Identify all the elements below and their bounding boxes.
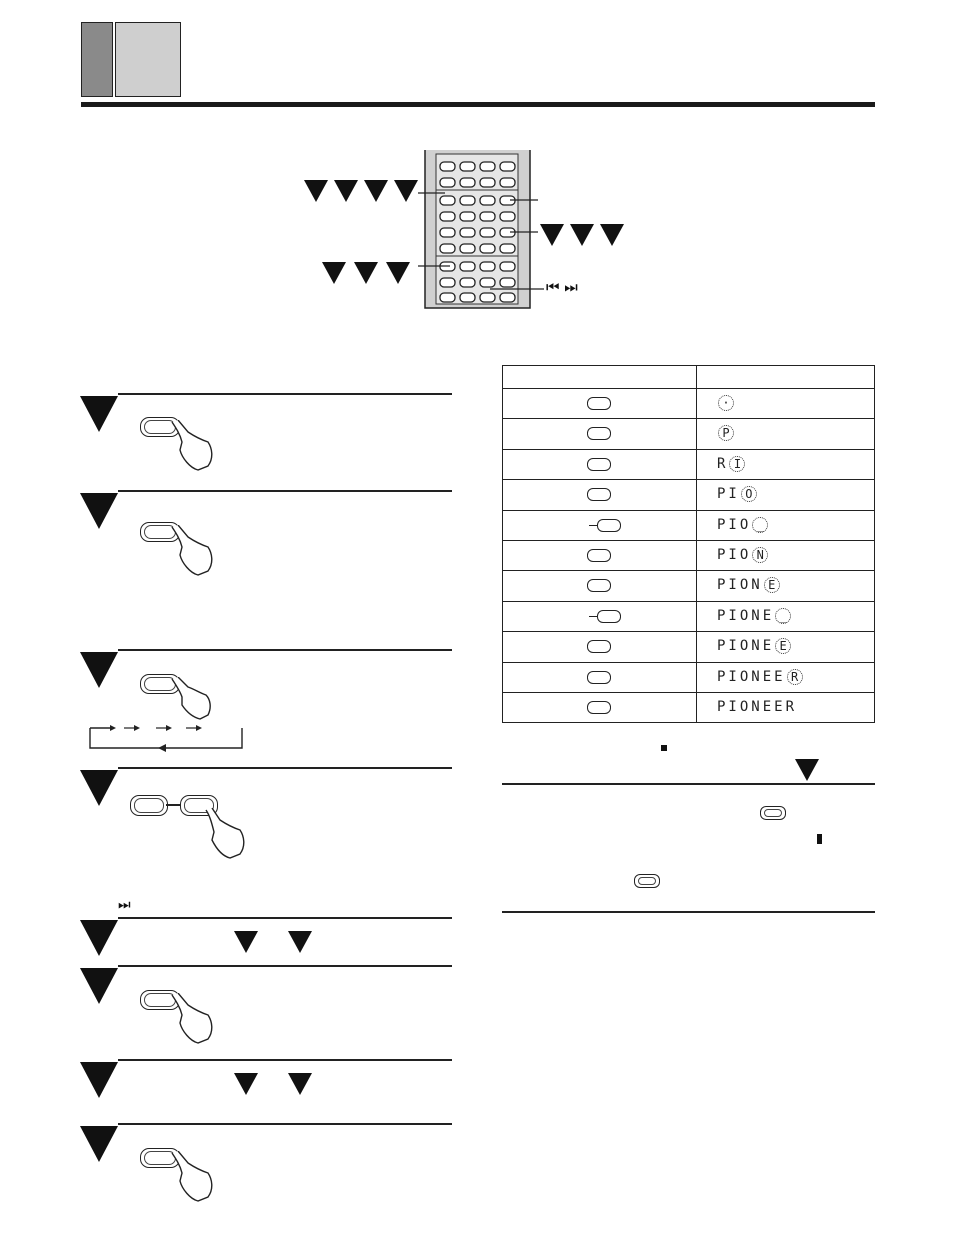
step-rule xyxy=(118,767,452,769)
remote-button[interactable] xyxy=(587,488,611,502)
remote-button[interactable] xyxy=(587,579,611,593)
header-rule xyxy=(81,102,875,107)
inline-step-icon xyxy=(288,1073,312,1095)
remote-button[interactable] xyxy=(587,397,611,410)
remote-button[interactable] xyxy=(587,700,611,714)
blinking-cursor: P xyxy=(718,425,734,442)
step-rule xyxy=(118,490,452,492)
blinking-cursor: O xyxy=(740,486,757,503)
step-rule xyxy=(118,917,452,919)
step-marker-icon xyxy=(80,493,118,529)
button-connector xyxy=(166,804,180,806)
remote-button[interactable] xyxy=(634,874,660,888)
remote-button[interactable] xyxy=(597,518,621,532)
blinking-cursor: _ xyxy=(752,516,769,533)
pressing-hand-icon xyxy=(171,525,213,576)
step-rule xyxy=(118,1059,452,1061)
table-row: · xyxy=(502,387,875,420)
remote-button[interactable] xyxy=(587,548,611,562)
remote-button[interactable] xyxy=(597,609,621,623)
step-marker-icon xyxy=(304,180,328,202)
blinking-cursor: E xyxy=(763,577,780,594)
button-lead-line xyxy=(589,524,597,527)
step-marker-icon xyxy=(80,770,118,806)
blinking-cursor: _ xyxy=(775,607,792,624)
step-marker-icon xyxy=(80,920,118,956)
cycle-diagram xyxy=(89,725,243,752)
step-marker-icon xyxy=(795,759,819,781)
pressing-hand-icon xyxy=(171,420,213,471)
remote-button[interactable] xyxy=(140,417,180,437)
step-marker-icon xyxy=(80,396,118,432)
table-row: PIO_ xyxy=(502,509,875,541)
table-row: P xyxy=(502,418,875,450)
remote-button[interactable] xyxy=(587,670,611,684)
pressing-hand-icon xyxy=(171,1151,213,1202)
blinking-cursor: · xyxy=(718,395,734,411)
step-marker-icon xyxy=(364,180,388,202)
inline-step-icon xyxy=(234,931,258,953)
stop-symbol-icon xyxy=(661,745,667,751)
section-tab-light xyxy=(115,22,181,97)
note-rule-bottom xyxy=(502,911,875,913)
step-rule xyxy=(118,393,452,395)
step-marker-icon xyxy=(386,262,410,284)
button-lead-line xyxy=(589,615,597,618)
step-marker-icon xyxy=(80,1126,118,1162)
remote-button[interactable] xyxy=(587,427,611,441)
step-marker-icon xyxy=(322,262,346,284)
remote-illustration xyxy=(418,150,544,309)
table-row: PIONE_ xyxy=(502,600,875,633)
inline-step-icon xyxy=(234,1073,258,1095)
pressing-hand-icon xyxy=(171,993,213,1044)
step-marker-icon xyxy=(80,652,118,688)
step-marker-icon xyxy=(80,1062,118,1098)
remote-button[interactable] xyxy=(760,806,786,820)
step-rule xyxy=(118,649,452,651)
pressing-hand-icon xyxy=(171,677,211,720)
table-row: PIONEER xyxy=(502,691,875,724)
section-tab-dark xyxy=(81,22,113,97)
section-tab xyxy=(81,22,181,97)
step-marker-icon xyxy=(540,224,564,246)
note-rule-top xyxy=(502,783,875,785)
remote-button[interactable] xyxy=(587,457,611,471)
table-header-row xyxy=(502,365,875,389)
step-marker-icon xyxy=(80,968,118,1004)
stop-symbol-icon xyxy=(817,834,822,844)
skip-buttons-label: ⏮ ⏭ xyxy=(546,278,578,296)
pressing-hand-icon xyxy=(205,808,245,859)
blinking-cursor: R xyxy=(786,668,803,685)
step-marker-icon xyxy=(334,180,358,202)
blinking-cursor: E xyxy=(775,638,792,655)
step-marker-icon xyxy=(354,262,378,284)
skip-next-icon: ⏭ xyxy=(118,897,131,913)
step-marker-icon xyxy=(394,180,418,202)
step-rule xyxy=(118,1123,452,1125)
step-marker-icon xyxy=(570,224,594,246)
remote-button-left[interactable] xyxy=(130,795,168,816)
step-marker-icon xyxy=(600,224,624,246)
step-rule xyxy=(118,965,452,967)
inline-step-icon xyxy=(288,931,312,953)
remote-button[interactable] xyxy=(587,640,611,654)
blinking-cursor: I xyxy=(729,455,746,472)
blinking-cursor: N xyxy=(752,546,769,563)
